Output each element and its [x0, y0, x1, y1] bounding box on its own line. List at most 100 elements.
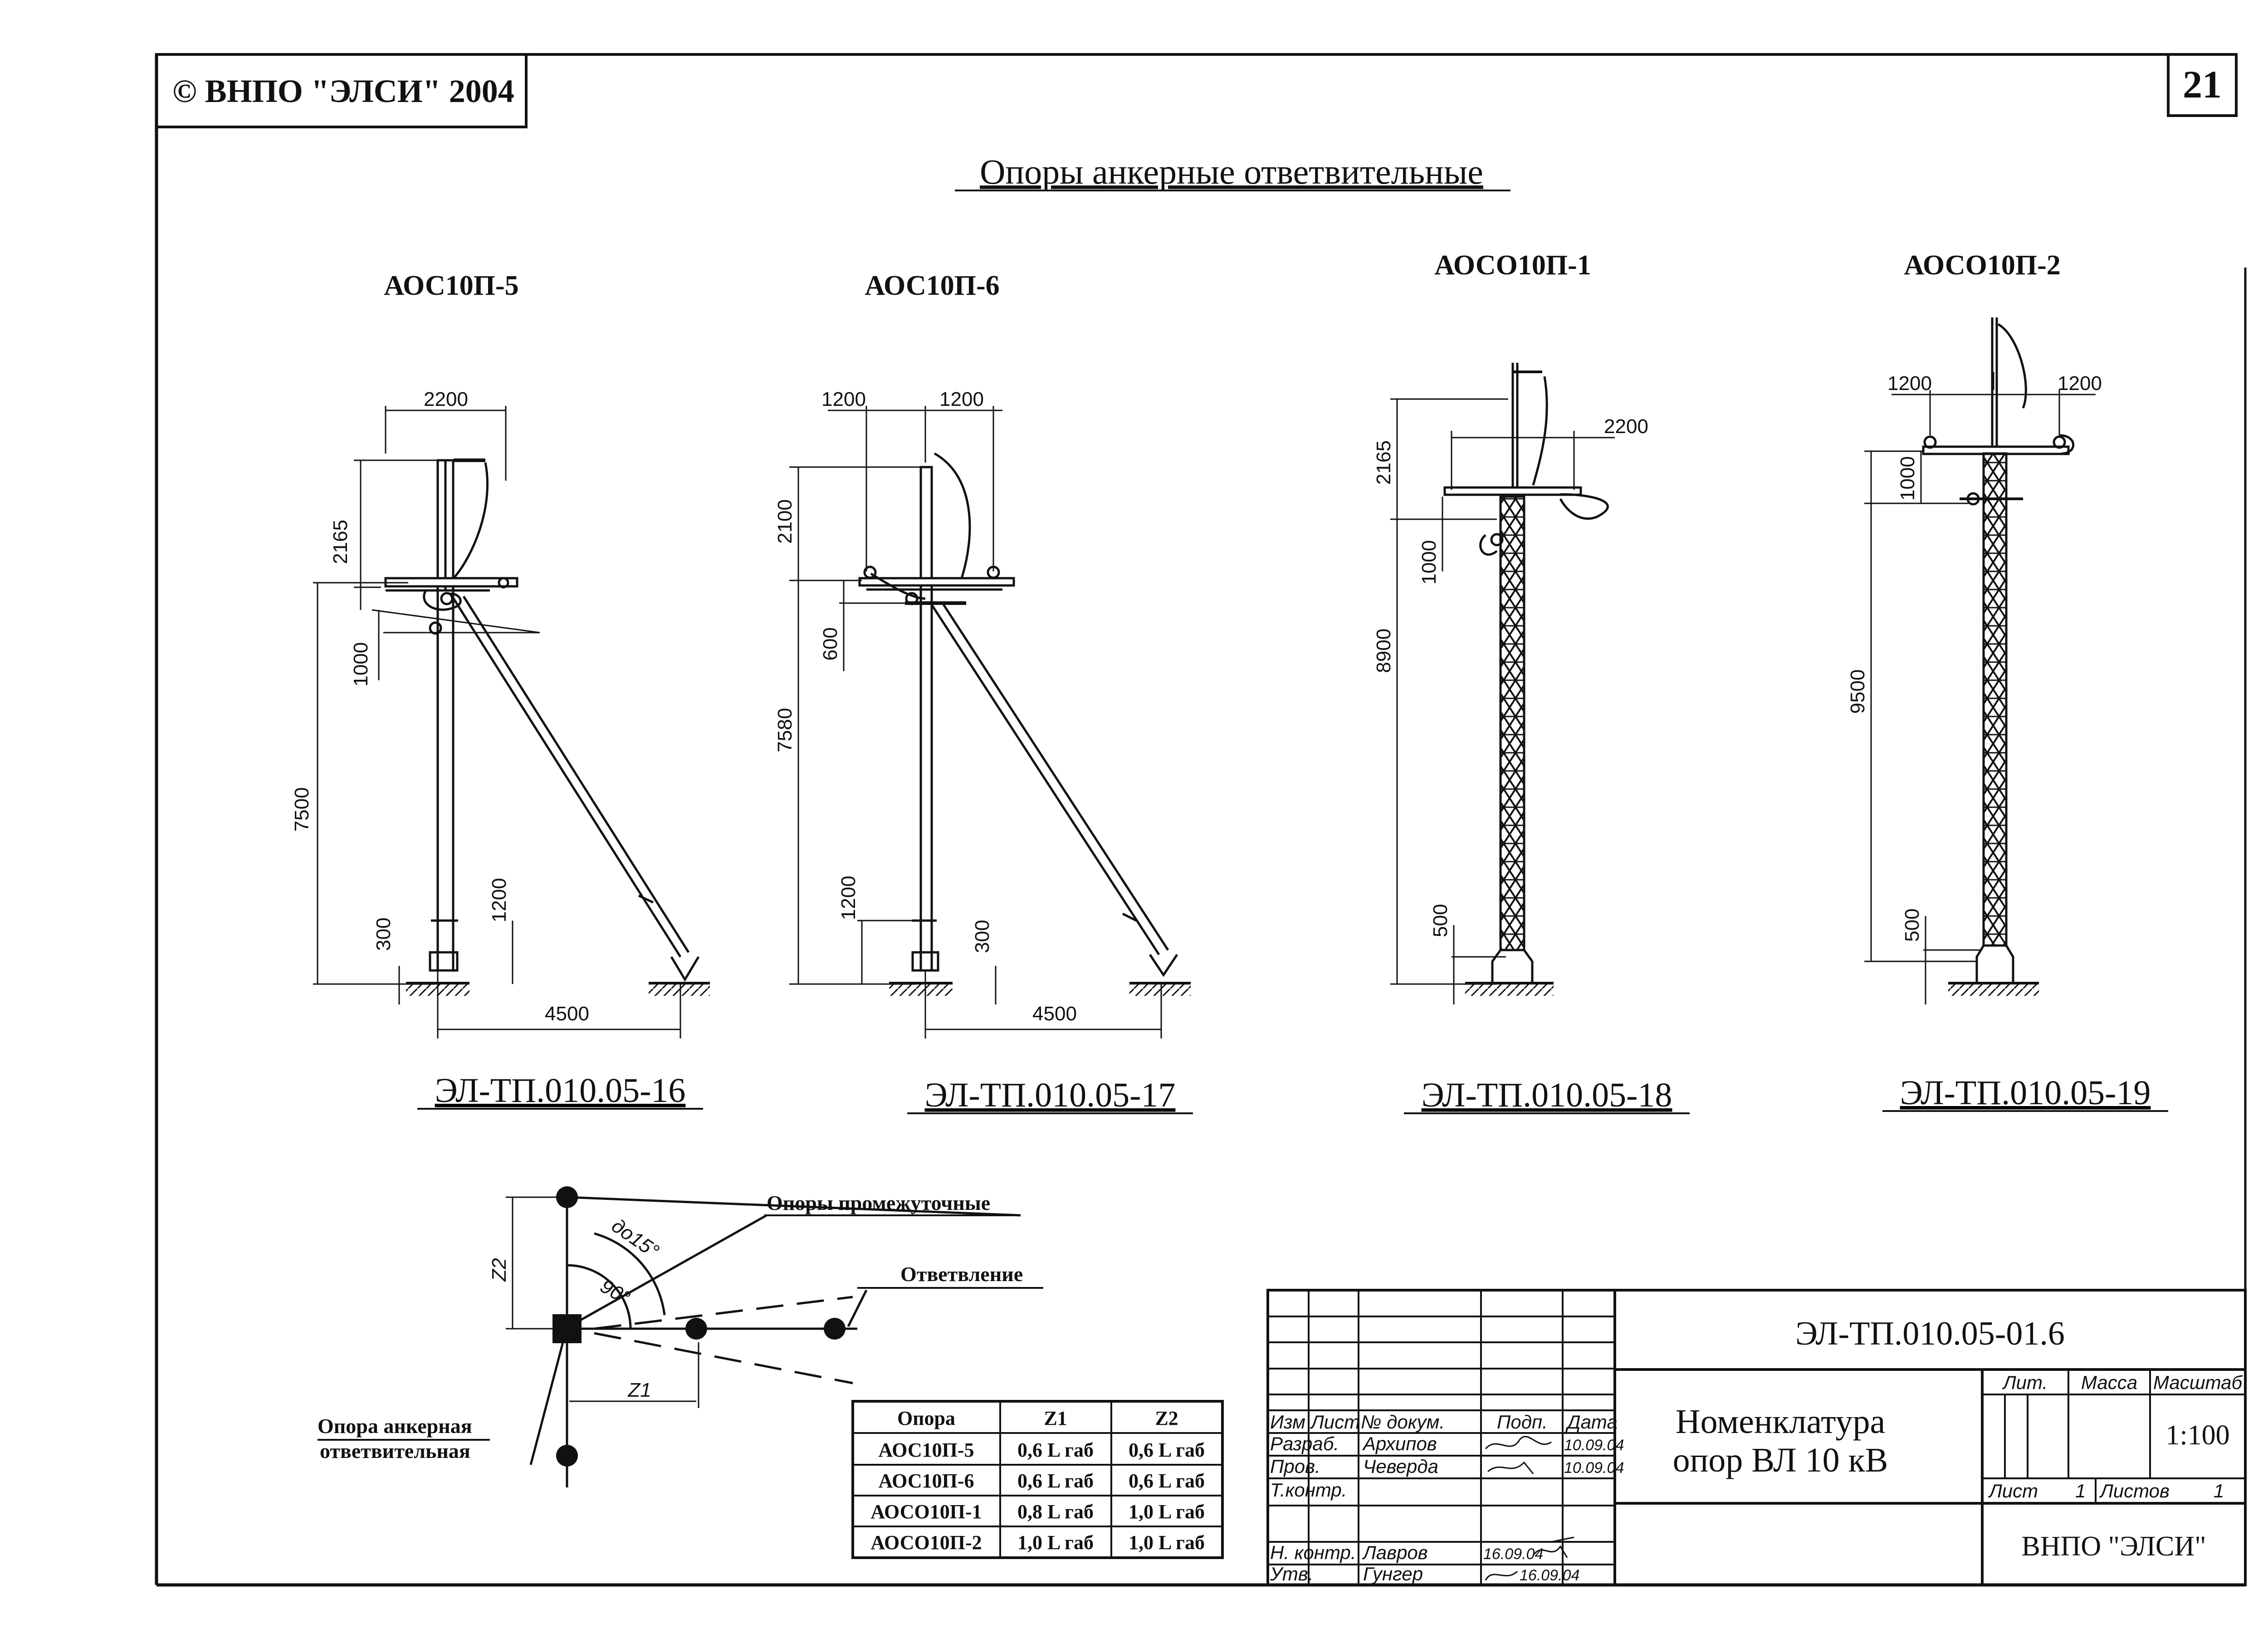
page-title: Опоры анкерные ответвительные: [980, 152, 1483, 191]
dim-height: 9500: [1847, 669, 1869, 714]
node-branch-2: [824, 1318, 846, 1340]
support-name-2: АОС10П-6: [865, 270, 999, 301]
support-codes: ЭЛ-ТП.010.05-16 ЭЛ-ТП.010.05-17 ЭЛ-ТП.01…: [435, 1072, 2151, 1114]
table-cell: 1,0 L габ: [1129, 1531, 1205, 1554]
col-header-sign: Подп.: [1497, 1411, 1548, 1433]
name-checked: Чеверда: [1363, 1456, 1438, 1477]
lit-label: Лит.: [2002, 1372, 2048, 1393]
sheets-value: 1: [2214, 1480, 2224, 1501]
support-drawing-4: [1864, 317, 2096, 1004]
table-cell: 0,8 L габ: [1017, 1501, 1094, 1523]
role-approved: Утв.: [1270, 1563, 1313, 1584]
name-norm-control: Лавров: [1362, 1542, 1428, 1563]
table-cell: 1,0 L габ: [1129, 1501, 1205, 1523]
dim-top: 2100: [774, 499, 796, 544]
scheme-annotations: до15° 90° Z2 Z1: [488, 1214, 663, 1401]
dim-top: 2165: [1373, 440, 1395, 485]
dim-mid: 1000: [1897, 456, 1919, 501]
role-checked: Пров.: [1270, 1456, 1320, 1477]
dim-right: 1200: [939, 388, 984, 410]
table-cell: АОСО10П-2: [870, 1531, 982, 1554]
table-cell: АОС10П-5: [879, 1439, 974, 1461]
dim-crossarm: 2200: [1604, 415, 1648, 438]
doc-code: ЭЛ-ТП.010.05-01.6: [1795, 1315, 2065, 1352]
support-4-dims: 1200 1200 1000 9500 500: [1847, 372, 2102, 942]
dim-mid: 600: [819, 627, 841, 660]
name-approved: Гунгер: [1363, 1563, 1423, 1584]
col-header-doc: № докум.: [1361, 1411, 1445, 1433]
scheme-nodes: [552, 1186, 846, 1467]
dim-height: 7500: [291, 787, 313, 832]
z-table: Опора Z1 Z2 АОС10П-5 0,6 L габ 0,6 L габ…: [851, 1400, 1224, 1559]
dim-base2: 300: [372, 917, 395, 950]
col-header-date: Дата: [1565, 1411, 1618, 1433]
branch-scheme: [506, 1196, 1021, 1487]
table-header-support: Опора: [897, 1407, 955, 1429]
sheets-label: Листов: [2099, 1480, 2170, 1501]
scale-value: 1:100: [2165, 1420, 2229, 1451]
angle-label-90: 90°: [596, 1275, 634, 1309]
name-developer: Архипов: [1362, 1433, 1437, 1454]
support-code-1: ЭЛ-ТП.010.05-16: [435, 1072, 686, 1110]
dim-base1: 1200: [488, 878, 510, 922]
sheet-value: 1: [2075, 1480, 2086, 1501]
signatures: [1485, 1436, 1574, 1581]
support-name-3: АОСО10П-1: [1434, 250, 1591, 281]
support-name-1: АОС10П-5: [384, 270, 518, 301]
date-developer: 10.09.04: [1564, 1437, 1624, 1454]
sheet-label: Лист: [1988, 1480, 2038, 1501]
z2-label: Z2: [488, 1258, 510, 1282]
table-header-z1: Z1: [1044, 1407, 1067, 1429]
doc-title-line1: Номенклатура: [1676, 1403, 1886, 1441]
support-2-dims: 1200 1200 2100 600 7580 1200 300 4500: [774, 388, 1077, 1025]
support-3-dims: 2200 2165 1000 8900 500: [1373, 415, 1648, 937]
table-cell: АОС10П-6: [879, 1470, 974, 1492]
col-header-sheet: Лист: [1310, 1411, 1360, 1433]
mass-label: Масса: [2081, 1372, 2137, 1393]
support-1-dims: 2200 2165 1000 7500 1200 300 4500: [291, 388, 589, 1025]
label-anchor-1: Опора анкерная: [318, 1414, 472, 1438]
table-cell: 0,6 L габ: [1129, 1439, 1205, 1461]
dim-span: 4500: [545, 1003, 589, 1025]
organization: ВНПО "ЭЛСИ": [2022, 1531, 2206, 1562]
support-code-4: ЭЛ-ТП.010.05-19: [1900, 1074, 2151, 1112]
date-checked: 10.09.04: [1564, 1459, 1624, 1477]
scheme-labels: Опоры промежуточные Ответвление Опора ан…: [318, 1191, 1023, 1462]
support-drawing-3: [1390, 363, 1615, 1004]
dim-base2: 300: [971, 920, 993, 953]
dim-mid: 1000: [1418, 540, 1440, 585]
role-norm-control: Н. контр.: [1270, 1542, 1356, 1563]
role-tech-control: Т.контр.: [1270, 1479, 1347, 1501]
dim-left: 1200: [821, 388, 866, 410]
dim-top: 2165: [329, 520, 352, 564]
support-drawing-1: [313, 406, 710, 1038]
dim-base: 500: [1901, 908, 1923, 941]
label-anchor-2: ответвительная: [320, 1439, 470, 1462]
table-cell: 0,6 L габ: [1017, 1439, 1094, 1461]
table-cell: 0,6 L габ: [1129, 1470, 1205, 1492]
support-drawing-2: [789, 406, 1191, 1038]
dim-crossarm: 2200: [424, 388, 468, 410]
title-block: Изм Лист № докум. Подп. Дата Разраб. Арх…: [1266, 1289, 2247, 1586]
doc-title-line2: опор ВЛ 10 кВ: [1673, 1441, 1888, 1479]
copyright-box: © ВНПО "ЭЛСИ" 2004: [155, 53, 528, 128]
dim-height: 7580: [774, 708, 796, 752]
label-intermediate: Опоры промежуточные: [767, 1191, 990, 1214]
z1-label: Z1: [627, 1379, 651, 1401]
support-code-3: ЭЛ-ТП.010.05-18: [1422, 1076, 1672, 1114]
page-number-box: 21: [2167, 53, 2238, 117]
support-name-4: АОСО10П-2: [1904, 250, 2061, 281]
page-number: 21: [2183, 63, 2222, 106]
table-cell: 0,6 L габ: [1017, 1470, 1094, 1492]
table-cell: АОСО10П-1: [870, 1501, 982, 1523]
dim-mid: 1000: [350, 642, 372, 687]
dim-base: 500: [1429, 904, 1452, 937]
node-top: [556, 1186, 578, 1208]
date-approved: 16.09.04: [1520, 1567, 1579, 1584]
table-cell: 1,0 L габ: [1017, 1531, 1094, 1554]
col-header-change: Изм: [1270, 1411, 1305, 1433]
dim-base1: 1200: [837, 876, 860, 920]
dim-span: 4500: [1032, 1003, 1077, 1025]
scale-label: Масштаб: [2153, 1372, 2243, 1393]
